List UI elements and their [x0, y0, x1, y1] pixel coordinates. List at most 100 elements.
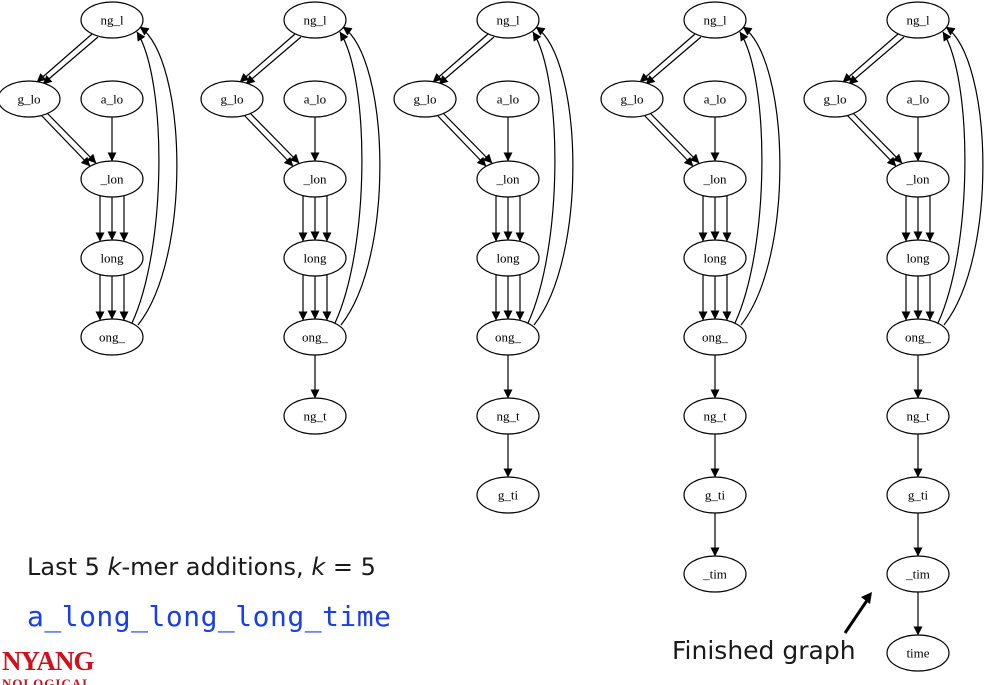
node-ong: ong_	[683, 318, 747, 356]
edge-left-to-third	[846, 114, 897, 167]
node-label: time	[906, 646, 929, 661]
node-ellipse	[80, 80, 144, 118]
node-label: long	[303, 251, 327, 266]
node-label: _lon	[99, 172, 124, 187]
node-ng-l: ng_l	[283, 1, 347, 39]
node-g-lo: g_lo	[200, 80, 264, 118]
caption-text: Last 5 k-mer additions, k = 5	[27, 553, 376, 581]
node-label: g_lo	[823, 92, 846, 107]
node-tim: _tim	[886, 555, 950, 593]
node-g-lo: g_lo	[600, 80, 664, 118]
node-ong: ong_	[283, 318, 347, 356]
node-ellipse	[476, 318, 540, 356]
node-ellipse	[476, 476, 540, 514]
node-label: g_ti	[908, 488, 929, 503]
node-ellipse	[683, 555, 747, 593]
caption-suffix: = 5	[325, 553, 376, 581]
edge-back-to-top	[533, 26, 574, 326]
node-ng-l: ng_l	[683, 1, 747, 39]
node-ellipse	[683, 160, 747, 198]
node-ng-l: ng_l	[80, 1, 144, 39]
node-label: _lon	[702, 172, 727, 187]
node-a-lo: a_lo	[683, 80, 747, 118]
node-a-lo: a_lo	[886, 80, 950, 118]
node-ellipse	[283, 239, 347, 277]
edge-left-to-third	[649, 112, 700, 164]
node-ong: ong_	[886, 318, 950, 356]
node-label: _tim	[702, 567, 727, 582]
node-ellipse	[683, 476, 747, 514]
edge-top-to-left	[36, 33, 93, 83]
node-ellipse	[476, 397, 540, 435]
edge-top-to-left	[848, 36, 905, 85]
node-label: g_lo	[220, 92, 243, 107]
finished-graph-label: Finished graph	[672, 636, 856, 665]
node-label: ong_	[99, 330, 126, 345]
node-ellipse	[886, 239, 950, 277]
node-ong: ong_	[80, 318, 144, 356]
node-ellipse	[600, 80, 664, 118]
caption-k-italic: k	[107, 553, 122, 581]
node-long: long	[683, 239, 747, 277]
node-a-lo: a_lo	[80, 80, 144, 118]
node-ellipse	[886, 318, 950, 356]
pointer-arrow-head	[861, 592, 872, 604]
university-logo: NYANG NOLOGICAL	[0, 644, 130, 685]
node-label: g_ti	[498, 488, 519, 503]
logo-sub-text: NOLOGICAL	[2, 676, 92, 685]
edge-top-to-left	[432, 33, 489, 83]
edge-back-to-top	[137, 26, 178, 326]
node-label: ng_l	[906, 13, 930, 28]
node-ellipse	[476, 160, 540, 198]
node-lon: _lon	[80, 160, 144, 198]
edge-back-to-top	[943, 26, 984, 326]
node-ng-t: ng_t	[683, 397, 747, 435]
logo-main-text: NYANG	[2, 646, 95, 676]
caption-prefix: Last 5	[27, 553, 108, 581]
node-lon: _lon	[476, 160, 540, 198]
edge-left-to-third	[643, 114, 694, 167]
edge-top-to-left	[842, 33, 899, 83]
node-ellipse	[283, 318, 347, 356]
node-ellipse	[886, 634, 950, 672]
node-lon: _lon	[283, 160, 347, 198]
edge-left-to-third	[46, 112, 97, 164]
edge-left-to-third	[40, 114, 91, 167]
node-long: long	[476, 239, 540, 277]
node-label: a_lo	[907, 92, 929, 107]
node-ellipse	[683, 397, 747, 435]
node-tim: _tim	[683, 555, 747, 593]
node-ellipse	[886, 160, 950, 198]
node-time: time	[886, 634, 950, 672]
node-label: a_lo	[704, 92, 726, 107]
edge-left-to-third	[852, 112, 903, 164]
sequence-text: a_long_long_long_time	[27, 600, 392, 633]
node-label: g_lo	[620, 92, 643, 107]
node-label: ong_	[905, 330, 932, 345]
node-label: ng_l	[303, 13, 327, 28]
node-ellipse	[886, 397, 950, 435]
node-ellipse	[283, 80, 347, 118]
edge-top-to-left	[245, 36, 302, 85]
node-label: ng_l	[496, 13, 520, 28]
node-label: long	[496, 251, 520, 266]
node-ellipse	[283, 160, 347, 198]
node-label: _lon	[495, 172, 520, 187]
node-ng-t: ng_t	[283, 397, 347, 435]
node-label: ng_t	[496, 409, 520, 424]
node-label: g_lo	[17, 92, 40, 107]
node-label: ng_t	[906, 409, 930, 424]
edge-back-to-top	[131, 31, 160, 324]
node-label: ng_l	[703, 13, 727, 28]
node-ellipse	[886, 476, 950, 514]
edge-top-to-left	[239, 33, 296, 83]
node-ellipse	[80, 239, 144, 277]
node-ellipse	[80, 1, 144, 39]
node-ellipse	[80, 318, 144, 356]
edge-back-to-top	[734, 31, 763, 324]
node-long: long	[886, 239, 950, 277]
node-ellipse	[476, 239, 540, 277]
node-label: g_lo	[413, 92, 436, 107]
pointer-arrow-shaft	[843, 595, 872, 634]
node-long: long	[283, 239, 347, 277]
